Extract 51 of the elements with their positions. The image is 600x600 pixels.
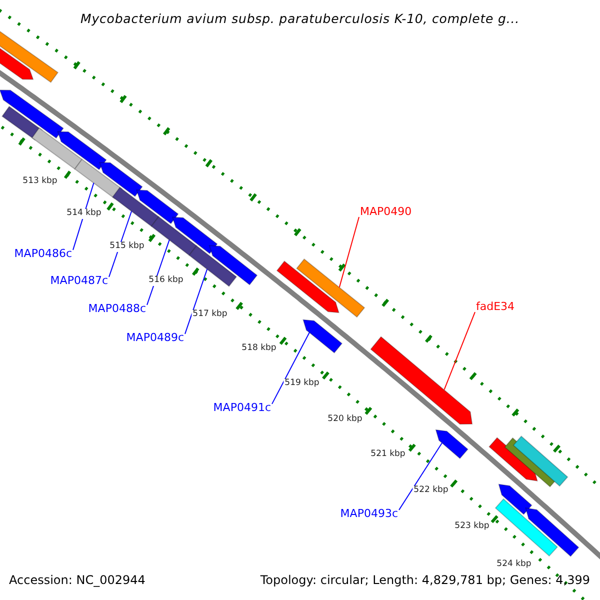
gene-segment [498, 484, 532, 515]
gene-label: MAP0491c [213, 402, 271, 414]
gene-segment [188, 245, 238, 287]
gene-segment [136, 189, 179, 224]
gene-segment [370, 336, 473, 425]
tick-label: 521 kbp [370, 450, 406, 460]
leader-line [108, 210, 132, 278]
gene-segment [0, 90, 64, 139]
gene-segment [31, 127, 83, 170]
gene-label: MAP0489c [126, 332, 184, 344]
gene-segment [296, 258, 366, 318]
title: Mycobacterium avium subsp. paratuberculosis K-10, complete g... [80, 12, 520, 26]
topology-text: Topology: circular; Length: 4,829,781 bp; Genes: 4,399 [260, 574, 590, 588]
gene-segment [112, 186, 160, 227]
gene-label: MAP0488c [88, 302, 146, 316]
gene-segment [57, 131, 107, 170]
gene-segment [172, 216, 218, 254]
gene-segment [150, 216, 198, 256]
gene-label: MAP0490 [360, 206, 412, 218]
gene-segment [302, 319, 343, 354]
accession-text: Accession: NC_002944 [9, 574, 146, 588]
tick-label: 519 kbp [284, 379, 320, 389]
leader-line [444, 312, 476, 390]
leader-line [184, 268, 208, 334]
leader-line [338, 216, 360, 288]
leader-line [72, 182, 94, 250]
gene-segment [512, 436, 568, 487]
tick-label: 520 kbp [326, 415, 364, 425]
gene-segment [74, 158, 122, 200]
leader-line [272, 332, 310, 404]
gene-label: fadE34 [476, 300, 515, 314]
gene-label: MAP0486c [14, 248, 72, 260]
gene-segment [99, 162, 143, 197]
gene-segment [0, 30, 59, 83]
tick-label: 518 kbp [240, 344, 278, 354]
leader-line [398, 442, 442, 510]
gene-segment [494, 498, 558, 557]
tick-label: 522 kbp [412, 486, 450, 496]
tick-label: 524 kbp [496, 560, 532, 570]
gene-label: MAP0487c [50, 274, 108, 288]
tick-label: 516 kbp [148, 276, 184, 286]
gene-label: MAP0493c [340, 508, 398, 520]
gene-segment [525, 507, 580, 557]
gene-segment [276, 260, 340, 314]
tick-label: 517 kbp [192, 310, 228, 320]
gene-segment [435, 429, 468, 460]
tick-label: 513 kbp [22, 177, 58, 187]
tick-label: 514 kbp [66, 209, 102, 219]
tick-label: 515 kbp [108, 242, 146, 252]
tick-label: 523 kbp [454, 522, 490, 532]
gene-segment [208, 245, 258, 286]
